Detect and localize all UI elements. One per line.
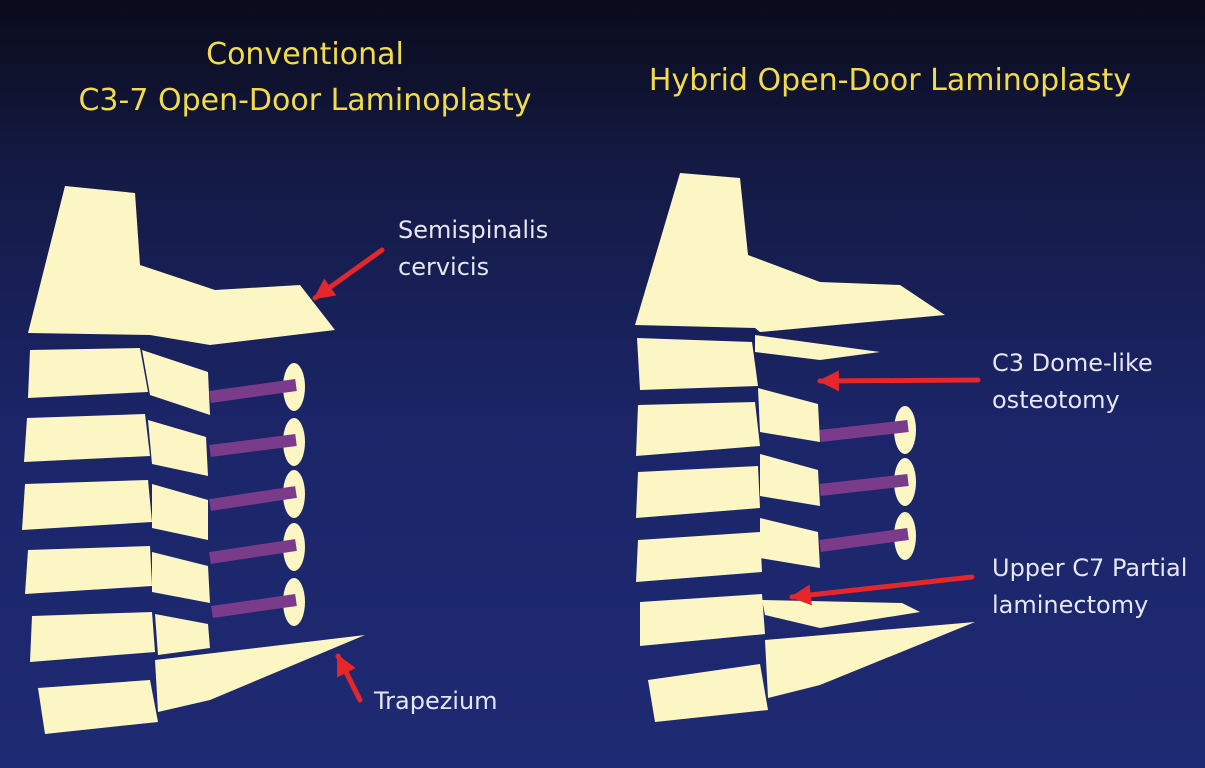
trapezium-arrow <box>335 653 363 703</box>
semispinalis-arrow <box>312 247 385 301</box>
annotation-arrows <box>312 247 981 703</box>
vertebral-body-right <box>637 338 758 390</box>
left-spine <box>22 186 365 734</box>
vertebral-body-right <box>636 402 760 456</box>
right-title: Hybrid Open-Door Laminoplasty <box>648 63 1132 98</box>
vertebral-body-left <box>22 480 152 530</box>
trapezium-label: Trapezium <box>374 687 498 715</box>
c2-spinous-right <box>635 173 945 332</box>
lamina-right <box>758 388 820 442</box>
osteotomy-line2: osteotomy <box>992 386 1120 414</box>
spacer-bar <box>209 539 297 564</box>
laminectomy-line1: Upper C7 Partial <box>992 554 1188 582</box>
osteotomy-label: C3 Dome-like osteotomy <box>992 345 1153 419</box>
lamina-left <box>142 350 210 415</box>
osteotomy-line1: C3 Dome-like <box>992 349 1153 377</box>
left-title-line1: Conventional <box>206 37 404 72</box>
c3-osteotomy-right <box>755 335 880 360</box>
laminectomy-label: Upper C7 Partial laminectomy <box>992 550 1187 624</box>
vertebral-body-left <box>25 546 152 594</box>
laminectomy-arrow <box>789 574 975 606</box>
c2-spinous-left <box>28 186 335 345</box>
spacer-bar <box>209 434 297 457</box>
c7-trapezium-left <box>155 635 365 712</box>
vertebral-body-left <box>28 348 148 398</box>
vertebral-body-right <box>640 594 765 646</box>
vertebral-body-right <box>636 466 760 518</box>
left-title-line2: C3-7 Open-Door Laminoplasty <box>78 83 532 118</box>
left-title: Conventional C3-7 Open-Door Laminoplasty <box>50 32 560 124</box>
vertebral-body-left <box>38 680 158 734</box>
lamina-right <box>760 454 820 506</box>
semispinalis-line1: Semispinalis <box>398 216 549 244</box>
c7-partial-laminectomy-right <box>762 600 920 628</box>
laminectomy-line2: laminectomy <box>992 591 1149 619</box>
spacer-bar <box>819 420 909 442</box>
semispinalis-line2: cervicis <box>398 253 490 281</box>
lamina-right <box>760 518 820 568</box>
spacer-bar <box>819 474 909 496</box>
osteotomy-arrow <box>817 370 981 392</box>
spacer-bar <box>209 379 297 403</box>
lamina-left <box>148 420 208 476</box>
left-spacers <box>209 379 297 618</box>
lamina-left <box>152 552 210 603</box>
spacer-bar <box>209 486 297 511</box>
spacer-bar <box>211 594 297 618</box>
vertebral-body-left <box>24 414 150 462</box>
spacer-bar <box>819 528 909 552</box>
lamina-left <box>152 484 208 540</box>
right-spine <box>635 173 975 722</box>
right-spacers <box>819 420 909 552</box>
trapezium-right <box>765 622 975 698</box>
vertebral-body-right <box>648 664 768 722</box>
vertebral-body-right <box>636 532 762 582</box>
semispinalis-label: Semispinalis cervicis <box>398 212 548 286</box>
vertebral-body-left <box>30 612 155 662</box>
lamina-left <box>155 614 210 655</box>
